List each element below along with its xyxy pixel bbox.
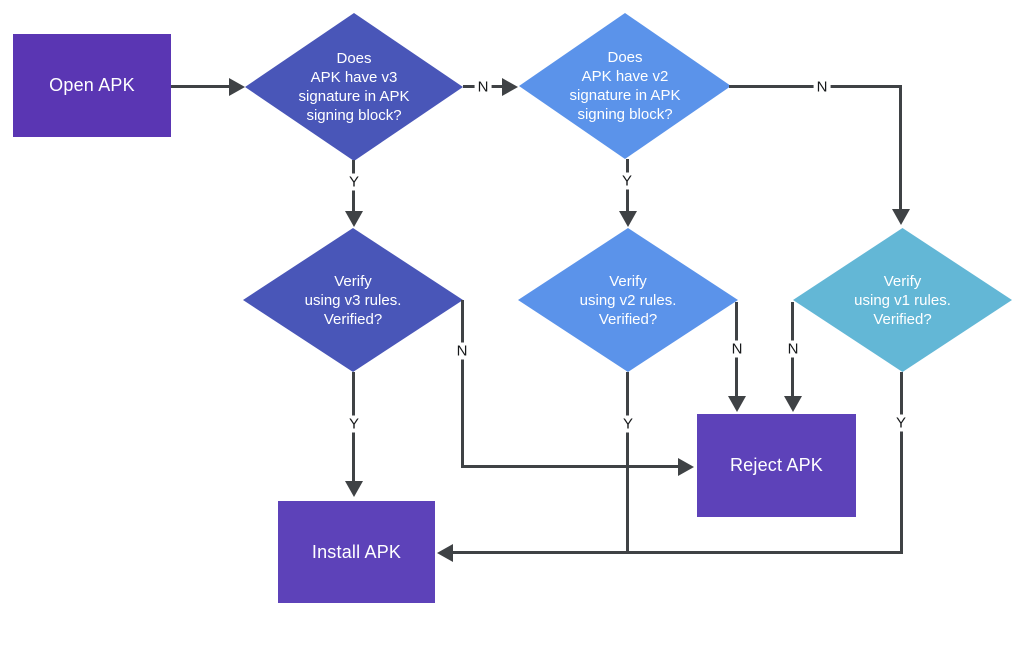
edge-open-to-v3question-line [171,85,231,88]
edge-verifyv2-no-label: N [728,340,746,358]
edge-verifyv1-yes-label: Y [892,414,910,432]
node-open-apk: Open APK [13,34,171,137]
edge-verifyv2-yes-label: Y [619,415,637,433]
edge-v2question-yes-arrowhead-icon [619,211,637,227]
node-open-apk-label: Open APK [49,75,135,95]
edge-verifyv2-no-arrowhead-icon [728,396,746,412]
edge-verifyv1-yes-line-vertical [900,372,903,554]
edge-v2question-no-line-vertical [899,85,902,210]
edge-verifyv3-no-label: N [453,342,471,360]
edge-v3question-yes-label: Y [345,173,363,191]
edge-verifyv1-no-label: N [784,340,802,358]
node-v2-signature-question-label: Does APK have v2 signature in APK signin… [569,49,681,123]
edge-verifyv3-no-arrowhead-icon [678,458,694,476]
node-verify-v2-label: Verify using v2 rules. Verified? [579,272,677,328]
edge-verifyv1-no-arrowhead-icon [784,396,802,412]
edge-verifyv1-yes-arrowhead-icon [437,544,453,562]
edge-v2question-yes-label: Y [618,172,636,190]
edge-v3question-no-arrowhead-icon [502,78,518,96]
node-verify-v2: Verify using v2 rules. Verified? [518,228,738,372]
node-reject-apk: Reject APK [697,414,856,517]
edge-verifyv3-yes-arrowhead-icon [345,481,363,497]
edge-verifyv1-yes-line-horizontal [452,551,903,554]
edge-open-to-v3question-arrowhead-icon [229,78,245,96]
edge-verifyv2-yes-line [626,372,629,554]
edge-verifyv3-no-line-vertical [461,300,464,468]
node-verify-v3-label: Verify using v3 rules. Verified? [304,272,402,328]
node-verify-v1: Verify using v1 rules. Verified? [793,228,1012,372]
node-reject-apk-label: Reject APK [729,455,824,475]
edge-v3question-yes-arrowhead-icon [345,211,363,227]
edge-verifyv3-no-line-horizontal [461,465,679,468]
node-verify-v1-label: Verify using v1 rules. Verified? [854,272,951,328]
node-v3-signature-question: Does APK have v3 signature in APK signin… [245,13,463,161]
node-install-apk-label: Install APK [311,541,402,562]
edge-v2question-no-label: N [813,78,831,96]
edge-v2question-no-arrowhead-icon [892,209,910,225]
node-v2-signature-question: Does APK have v2 signature in APK signin… [519,13,731,159]
node-verify-v3: Verify using v3 rules. Verified? [243,228,463,372]
node-install-apk: Install APK [278,501,435,603]
node-v3-signature-question-label: Does APK have v3 signature in APK signin… [298,50,410,124]
edge-v3question-no-label: N [474,78,492,96]
edge-verifyv3-yes-label: Y [345,415,363,433]
